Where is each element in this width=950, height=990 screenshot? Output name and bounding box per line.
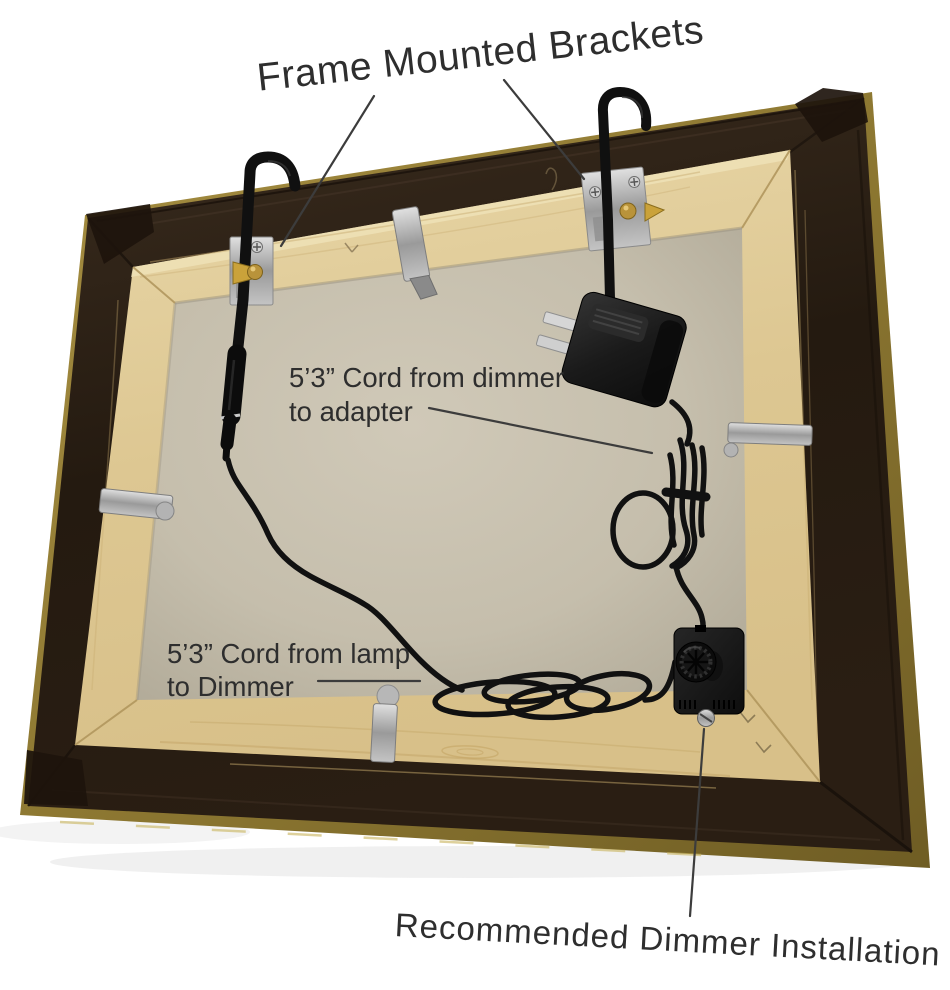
bracket-plate-right	[580, 166, 652, 252]
bracket-rod-right	[597, 86, 652, 343]
thumbscrew-right	[619, 202, 666, 222]
callout-line-adapter-cord	[427, 406, 654, 455]
callout-lines	[279, 78, 706, 918]
canvas-clip-left	[98, 488, 175, 521]
label-line: to adapter	[289, 396, 413, 427]
callout-line-bracket-left	[279, 94, 376, 248]
corner-flap-bottom-left	[24, 750, 88, 806]
corner-flap-top-right	[795, 88, 868, 142]
canvas-clip-right	[723, 422, 813, 458]
canvas-clip-bottom	[370, 684, 400, 763]
gold-wear-marks	[59, 820, 721, 858]
canvas-clip-top	[391, 206, 438, 300]
dimmer-box	[673, 625, 745, 727]
pencil-marks	[739, 711, 772, 754]
label-line: 5’3” Cord from dimmer	[289, 362, 565, 393]
thumbscrew-left	[232, 261, 263, 285]
dimmer-vents	[679, 700, 735, 709]
adapter-cord	[610, 399, 711, 637]
label-line: 5’3” Cord from lamp	[167, 638, 410, 669]
power-adapter	[535, 291, 687, 408]
label-cord-dimmer-to-adapter: 5’3” Cord from dimmer to adapter	[289, 361, 564, 429]
callout-line-dimmer	[688, 727, 706, 918]
lamp-stem-sleeve	[221, 344, 247, 426]
label-cord-lamp-to-dimmer: 5’3” Cord from lamp to Dimmer	[167, 637, 410, 703]
label-line: to Dimmer	[167, 671, 294, 702]
corner-flap-top-left	[86, 204, 154, 264]
cord-wrap-tie	[661, 487, 711, 502]
bracket-rod-left	[220, 151, 301, 462]
callout-line-bracket-right	[502, 78, 586, 181]
